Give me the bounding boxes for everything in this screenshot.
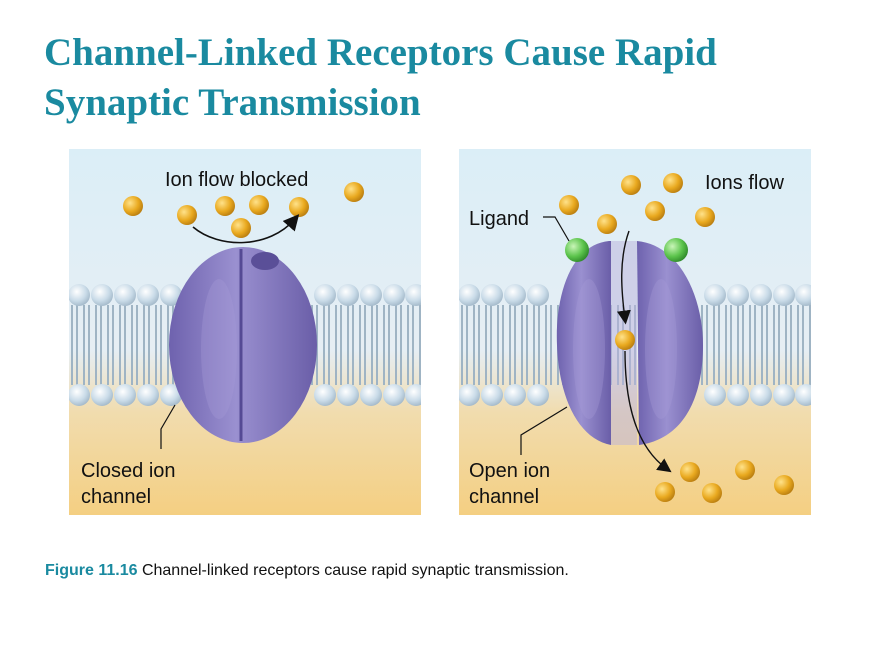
- figure-number: Figure 11.16: [45, 562, 138, 579]
- channel-leader-line: [520, 406, 568, 455]
- closed-channel-label-line-1: Closed ion: [81, 460, 176, 482]
- ion-flow-blocked-label: Ion flow blocked: [165, 169, 308, 191]
- open-channel-panel: Ions flow Ligand Open ion channel: [459, 149, 811, 515]
- title-line-1: Channel-Linked Receptors Cause Rapid: [44, 31, 717, 74]
- ion-exit-arrow: [624, 350, 672, 473]
- closed-channel-protein: [169, 247, 317, 443]
- ions-extracellular: [559, 173, 715, 234]
- membrane-bottom-heads: [459, 384, 811, 406]
- closed-channel-panel: Ion flow blocked Closed ion channel: [69, 149, 421, 515]
- ion-in-channel: [615, 330, 635, 350]
- channel-leader-line: [160, 404, 176, 449]
- ligand-label: Ligand: [469, 208, 529, 230]
- closed-channel-diagram: Ion flow blocked Closed ion channel: [69, 149, 421, 515]
- open-channel-diagram: Ions flow Ligand Open ion channel: [459, 149, 811, 515]
- open-channel-label-line-1: Open ion: [469, 460, 550, 482]
- membrane-top-heads: [459, 284, 811, 306]
- open-channel-label-line-2: channel: [469, 486, 539, 508]
- closed-channel-label-line-2: channel: [81, 486, 151, 508]
- membrane-top-heads: [69, 284, 421, 306]
- figure-caption: Figure 11.16 Channel-linked receptors ca…: [45, 562, 569, 580]
- ligands: [565, 238, 688, 262]
- ligand-leader-line: [543, 216, 570, 242]
- caption-text: Channel-linked receptors cause rapid syn…: [141, 562, 569, 579]
- ions-flow-label: Ions flow: [705, 172, 784, 194]
- title-line-2: Synaptic Transmission: [44, 81, 421, 124]
- page-title: Channel-Linked Receptors Cause Rapid Syn…: [44, 28, 844, 128]
- blocked-flow-arrow: [192, 214, 300, 244]
- membrane-bottom-heads: [69, 384, 421, 406]
- ions-cytoplasm: [655, 460, 794, 503]
- ion-entry-arrow: [616, 230, 631, 325]
- ions-extracellular: [123, 182, 364, 238]
